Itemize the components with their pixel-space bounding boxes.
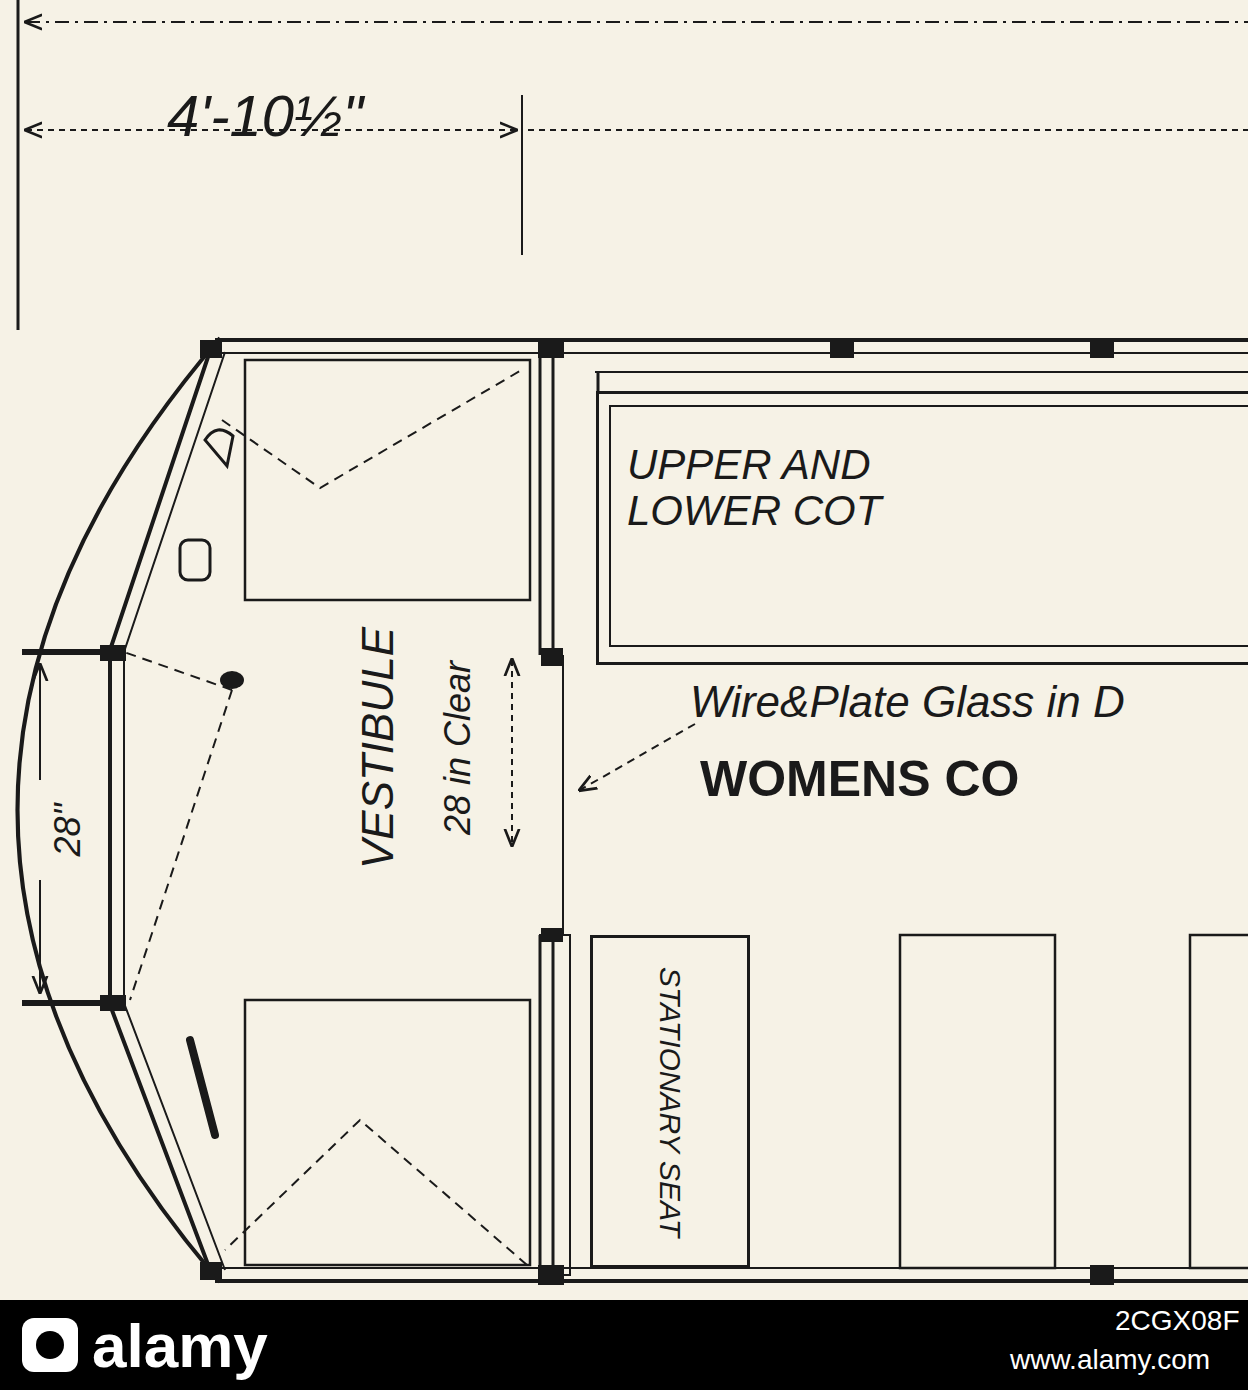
node-label: UPPER AND LOWER COT (627, 442, 897, 534)
node-label: STATIONARY SEAT (654, 950, 687, 1253)
cot-box: UPPER AND LOWER COT (596, 391, 1248, 665)
note-text: Wire&Plate Glass in D (690, 678, 1125, 726)
seat-box: STATIONARY SEAT (590, 935, 750, 1268)
watermark: alamy (92, 1312, 268, 1380)
room-label: WOMENS CO (700, 752, 1019, 807)
dimension-text: 28 in Clear (438, 661, 478, 835)
watermark: www.alamy.com (1010, 1345, 1210, 1376)
dimension-text: 4'-10½" (167, 84, 363, 148)
dimension-text: 28" (48, 804, 88, 857)
room-label: VESTIBULE (354, 627, 402, 869)
watermark: 2CGX08F (1115, 1306, 1240, 1337)
